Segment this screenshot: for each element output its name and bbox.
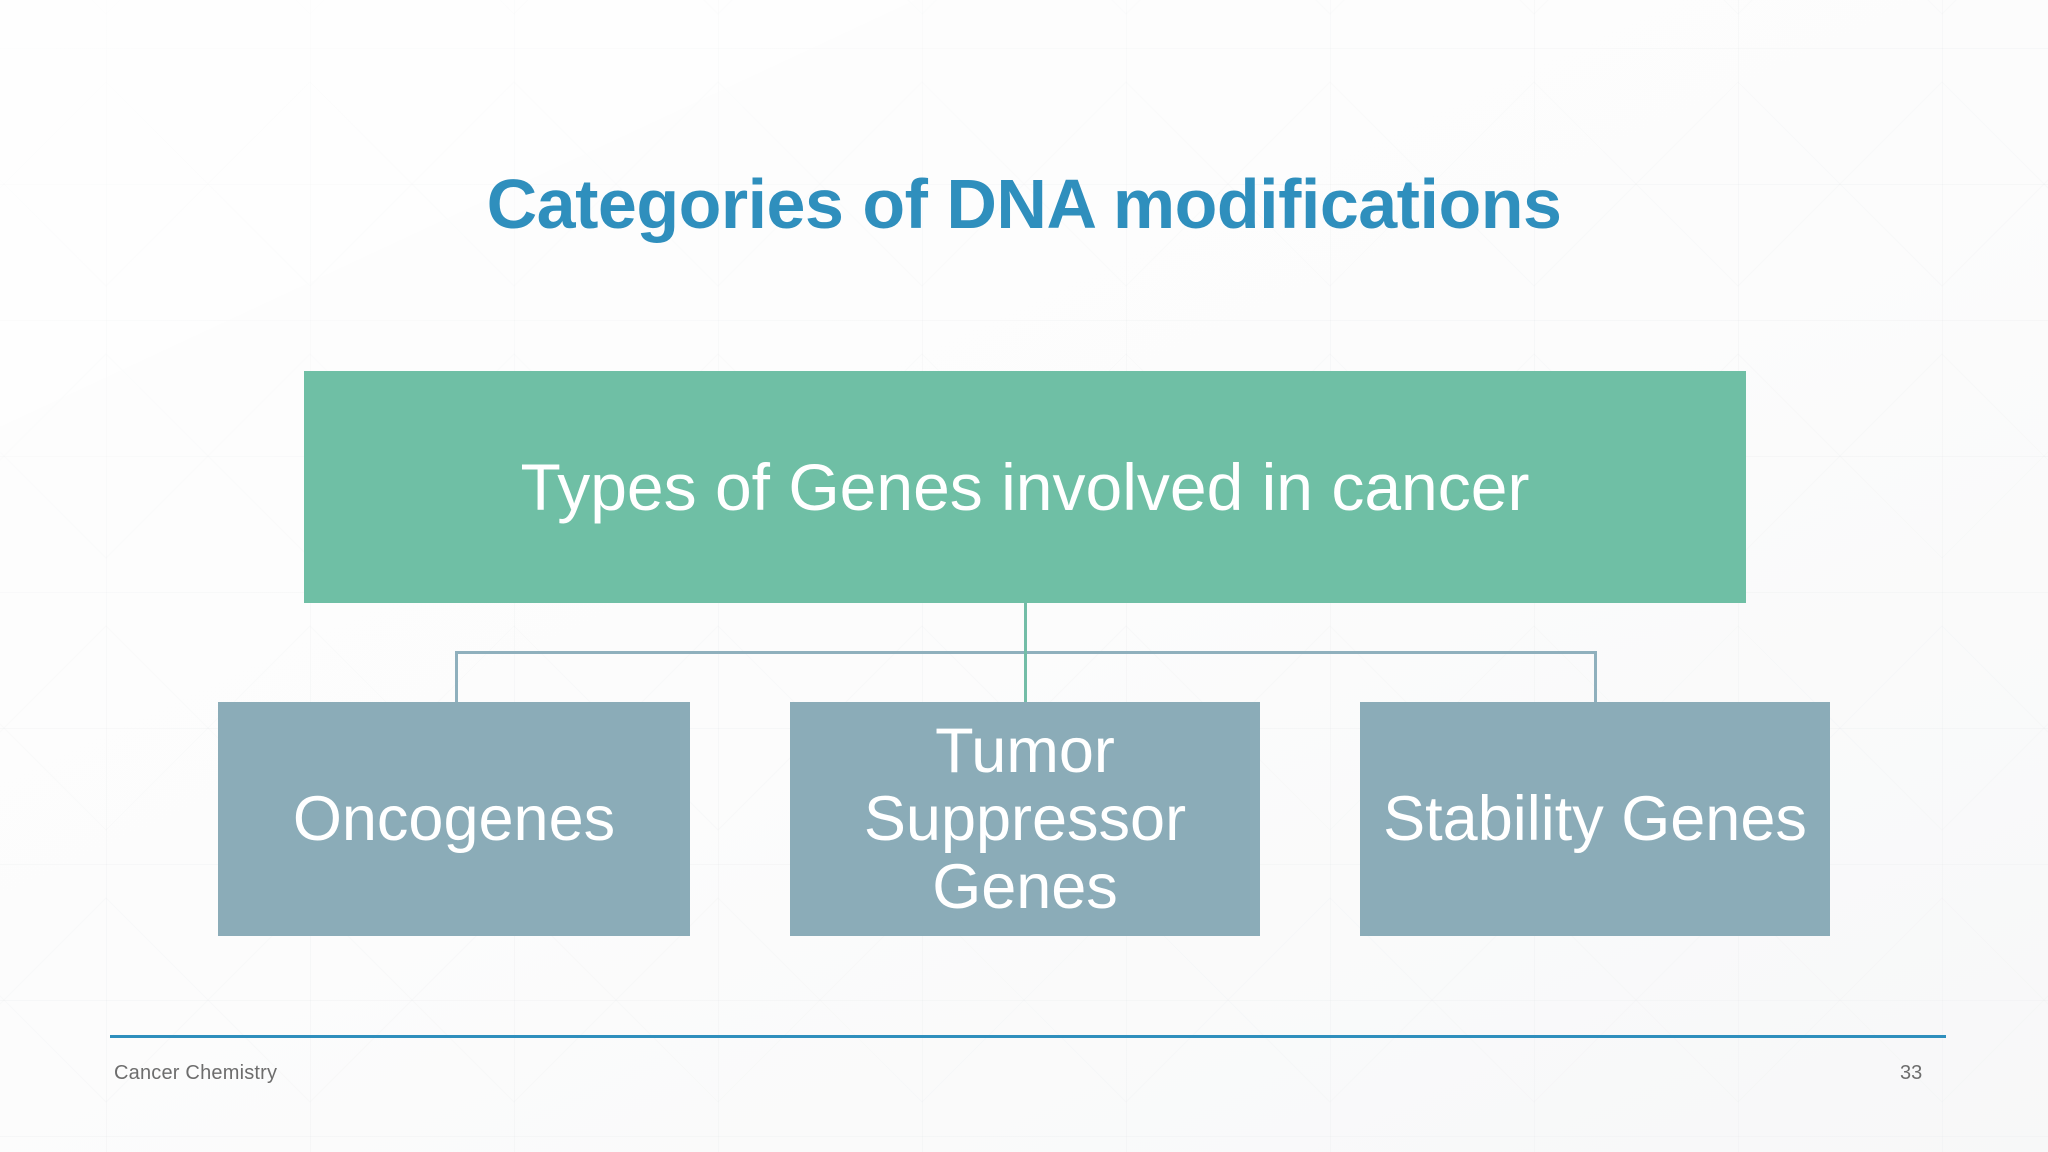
diagram-node-oncogenes-label: Oncogenes xyxy=(292,783,616,854)
diagram-node-tumor-suppressor-genes-label: Tumor Suppressor Genes xyxy=(863,715,1187,923)
footer-label: Cancer Chemistry xyxy=(114,1062,278,1084)
diagram-node-root-label: Types of Genes involved in cancer xyxy=(520,449,1530,524)
diagram-node-stability-genes[interactable]: Stability Genes xyxy=(1360,702,1830,936)
diagram-node-tumor-suppressor-genes[interactable]: Tumor Suppressor Genes xyxy=(790,702,1260,936)
connector-drop-oncogenes xyxy=(455,651,458,703)
diagram-node-root[interactable]: Types of Genes involved in cancer xyxy=(304,371,1746,603)
diagram-node-oncogenes[interactable]: Oncogenes xyxy=(218,702,690,936)
connector-drop-stability xyxy=(1594,651,1597,703)
slide-number: 33 xyxy=(1900,1062,1923,1084)
page-title: Categories of DNA modifications xyxy=(486,165,1562,243)
connector-drop-tumor-suppressor xyxy=(1024,651,1027,703)
connector-root-stem xyxy=(1024,602,1027,653)
diagram-node-stability-genes-label: Stability Genes xyxy=(1383,783,1807,854)
footer-divider xyxy=(110,1035,1946,1038)
